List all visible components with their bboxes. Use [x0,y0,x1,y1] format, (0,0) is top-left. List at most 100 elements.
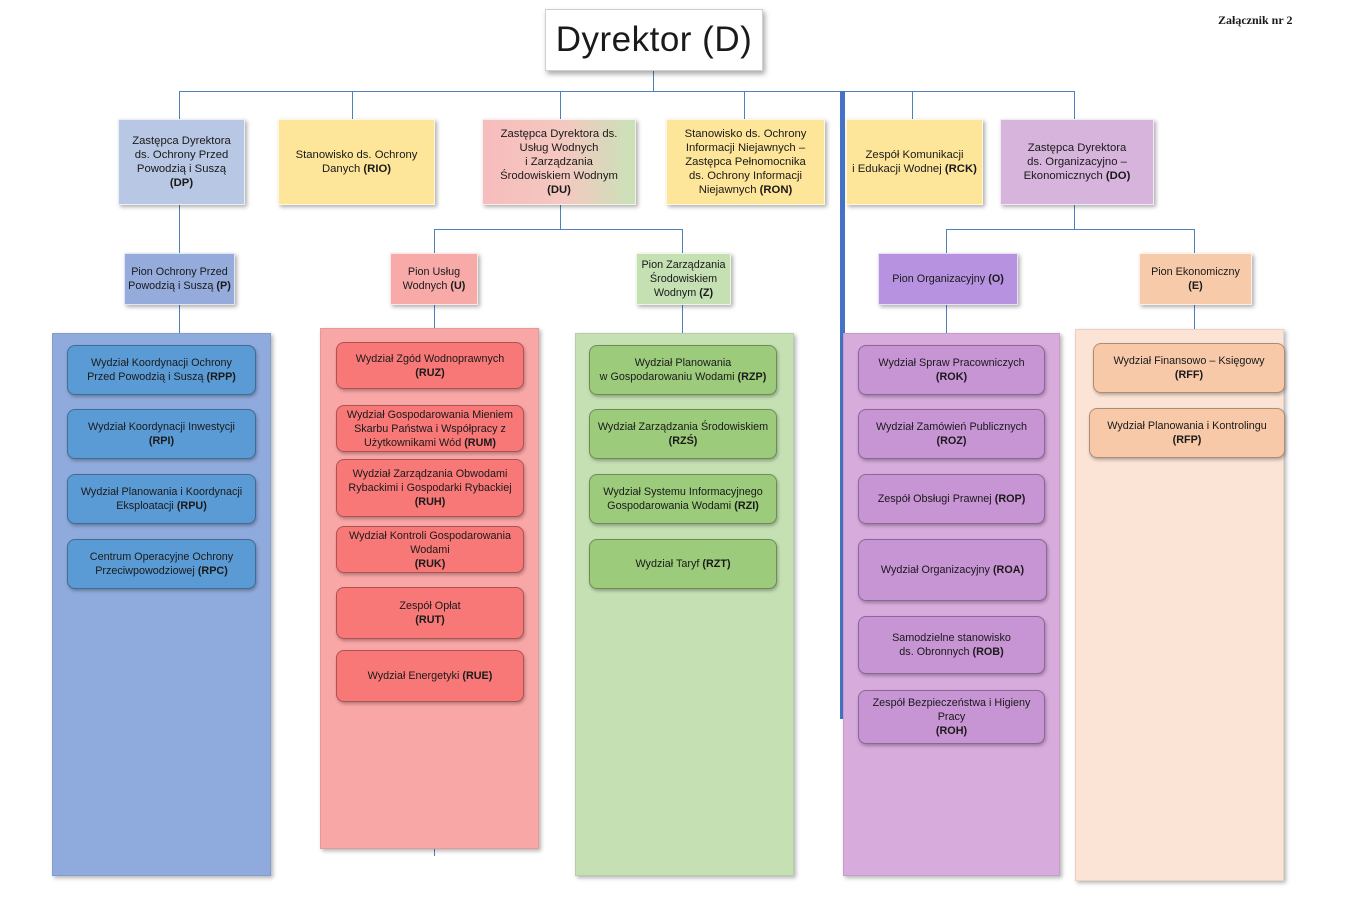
text-line: Wydział Koordynacji Inwestycji [88,421,235,433]
unit-box-u-4: Zespół Opłat (RUT) [336,587,524,639]
level2-box-o: Pion Organizacyjny (O) [878,253,1018,305]
text-tail: Wydział Energetyki [367,670,463,682]
unit-code: (O) [988,273,1004,285]
text-line-last: Pion Organizacyjny (O) [892,272,1004,286]
text-line-last: Przed Powodzią i Suszą (RPP) [87,370,236,384]
unit-code: (ROA) [992,564,1025,576]
text-line-last: Użytkownikami Wód (RUM) [364,436,496,450]
unit-code: (ROH) [935,725,968,737]
unit-code: (RON) [759,184,793,196]
text-line-last: (RUT) [415,613,444,627]
unit-box-o-0: Wydział Spraw Pracowniczych(ROK) [858,345,1045,395]
text-line-last: Wydział Energetyki (RUE) [368,669,493,683]
unit-code: (RZP) [737,371,767,383]
text-line: Zespół Opłat [399,600,461,612]
text-line: Zastępca Pełnomocnika [685,156,806,168]
text-line: Środowiskiem Wodnym [500,170,618,182]
connector-e-to-column [1194,305,1195,329]
unit-code: (RZŚ) [668,435,698,447]
connector-o-to-column [946,305,947,333]
text-line-last: Wydział Taryf (RZT) [635,557,730,571]
text-line: ds. Organizacyjno – [1027,156,1127,168]
unit-code: (RZT) [702,558,731,570]
connector-level1-horizontal [179,91,1075,92]
level1-box-do: Zastępca Dyrektora ds. Organizacyjno – Eko… [1000,119,1154,205]
text-line: Wydział Planowania [634,357,732,369]
unit-box-z-0: Wydział Planowania w Gospodarowaniu Wodam… [589,345,777,395]
text-line: Wodami [410,543,450,556]
unit-box-z-1: Wydział Zarządzania Środowiskiem (RZŚ) [589,409,777,459]
unit-box-e-0: Wydział Finansowo – Księgowy(RFF) [1093,343,1285,393]
text-line: Wydział Planowania i Koordynacji [80,486,243,498]
unit-code: (RUT) [415,614,445,626]
unit-code: (ROP) [994,493,1026,505]
text-line: Samodzielne stanowisko [892,632,1011,644]
text-tail: Zespół Obsługi Prawnej [877,493,995,505]
text-line: Usług Wodnych [519,142,599,154]
text-line-last: (ROZ) [937,434,967,448]
connector-director-down [653,71,654,92]
text-line: Pracy [937,711,966,723]
text-tail: Wodnych [402,280,451,292]
text-line: Wydział Kontroli Gospodarowania [349,529,511,542]
text-line: Wydział Finansowo – Księgowy [1113,355,1265,367]
text-line: Zastępca Dyrektora [1027,142,1127,154]
connector-u-to-column [434,305,435,328]
unit-code: (RIO) [363,163,392,175]
connector-rck [912,91,913,119]
unit-box-u-5: Wydział Energetyki (RUE) [336,650,524,702]
text-line-last: Zespół Obsługi Prawnej (ROP) [878,492,1026,506]
unit-code: (RUM) [464,436,496,449]
text-tail: Przeciwpowodziowej [95,565,198,577]
annex-label: Załącznik nr 2 [1218,13,1293,27]
text-line: Pion Usług [407,266,461,278]
connector-to-u [434,229,435,254]
unit-code: (RUH) [414,496,446,508]
text-tail: Użytkownikami Wód [364,436,465,449]
unit-code: (ROZ) [936,435,967,447]
text-line: Wydział Koordynacji Ochrony [91,357,232,369]
text-tail: Powodzią i Suszą [128,280,217,292]
connector-to-z [682,229,683,254]
connector-to-e [1194,229,1195,254]
connector-do-horizontal [946,229,1194,230]
text-line-last: (RUZ) [415,366,444,380]
text-line: Powodzią i Suszą [136,163,227,175]
text-tail: Eksploatacji [116,500,177,512]
text-line-last: Danych (RIO) [322,162,391,176]
unit-code: (E) [1188,280,1203,292]
unit-code: (RCK) [944,163,977,175]
text-line-last: Wodnym (Z) [654,286,713,300]
text-line: Wydział Zarządzania Środowiskiem [597,421,769,433]
unit-box-o-1: Wydział Zamówień Publicznych(ROZ) [858,409,1045,459]
unit-code: (DU) [547,184,571,196]
unit-code: (ROB) [972,646,1004,658]
text-line: Stanowisko ds. Ochrony [295,149,418,161]
text-line: i Zarządzania [525,156,593,168]
text-line: Zespół Bezpieczeństwa i Higieny [872,697,1031,709]
connector-du-horizontal [434,229,683,230]
connector-director-roh-vertical [840,91,845,719]
text-tail: i Edukacji Wodnej [852,163,945,175]
text-line-last: (RFP) [1173,433,1202,447]
text-line: Wydział Systemu Informacyjnego [603,486,763,498]
text-line-last: Gospodarowania Wodami (RZI) [607,499,759,513]
unit-code: (RUK) [414,557,446,570]
connector-du-down [560,205,561,230]
text-line-last: (E) [1188,279,1202,293]
unit-box-u-0: Wydział Zgód Wodnoprawnych(RUZ) [336,342,524,389]
text-tail: Ekonomicznych [1023,170,1106,182]
unit-code: (DO) [1105,170,1131,182]
text-tail: w Gospodarowaniu Wodami [599,371,738,383]
unit-box-p-1: Wydział Koordynacji Inwestycji(RPI) [67,409,256,459]
text-tail: Danych [321,163,364,175]
text-line: Zastępca Dyrektora [132,135,231,147]
